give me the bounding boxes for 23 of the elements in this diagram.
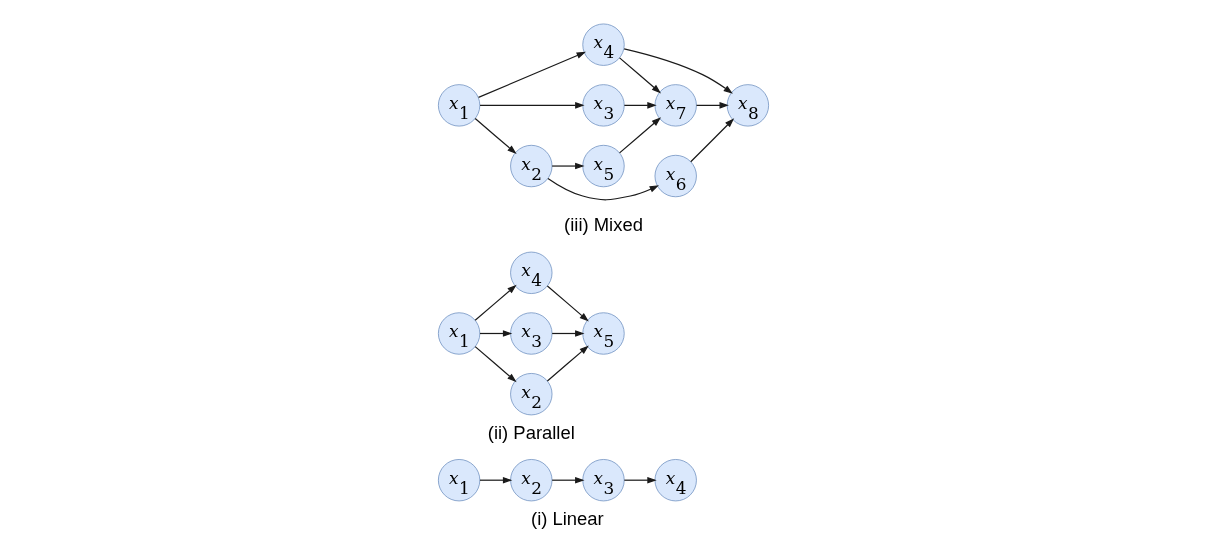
arrow (474, 346, 517, 383)
arrow (618, 57, 661, 94)
arrow (546, 345, 589, 382)
label: (ii) Parallel (487, 421, 575, 443)
arrow (551, 476, 584, 484)
arrow (478, 102, 585, 109)
arrow (474, 284, 517, 321)
arrow (474, 117, 517, 155)
arrow (618, 117, 661, 154)
arrow (623, 48, 733, 94)
arrow (695, 102, 729, 109)
arrow (546, 285, 589, 322)
label: (i) Linear (530, 507, 604, 529)
arrow (546, 177, 659, 201)
arrow (478, 330, 512, 337)
arrow (689, 118, 734, 163)
arrow (478, 476, 512, 484)
arrow (551, 162, 584, 170)
arrow (623, 476, 657, 484)
label: (iii) Mixed (563, 214, 643, 236)
arrow (623, 102, 657, 109)
arrow (551, 330, 584, 337)
arrow (477, 51, 586, 99)
